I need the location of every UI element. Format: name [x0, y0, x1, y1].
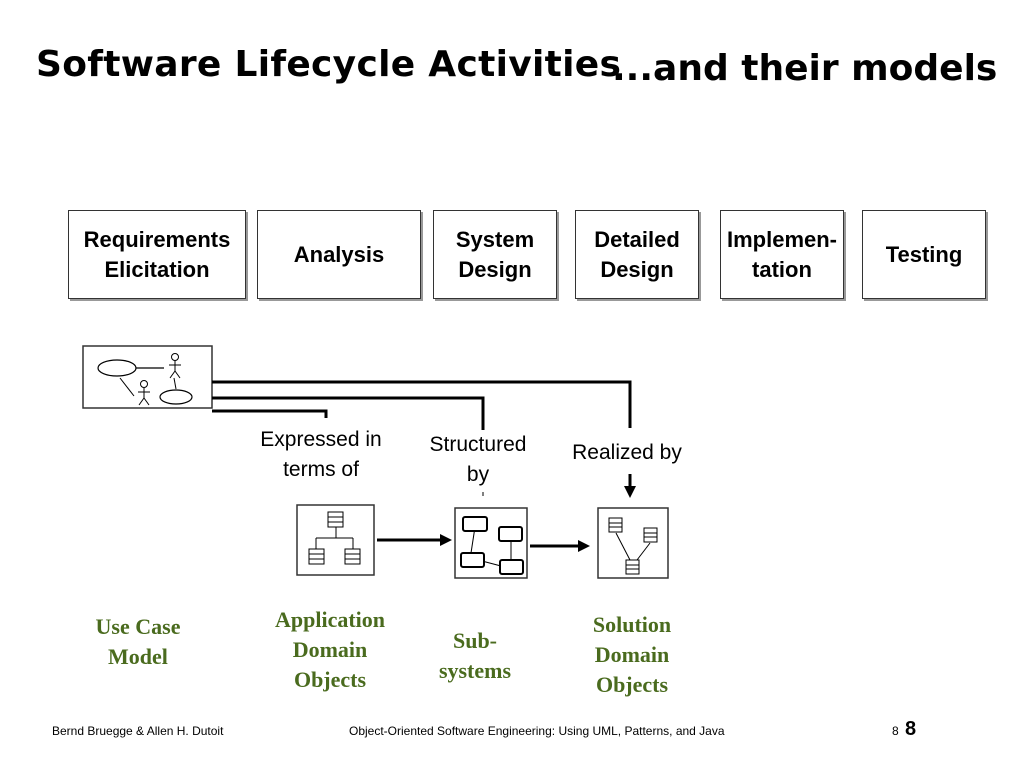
footer-page-number: 8 — [905, 718, 917, 740]
activity-analysis: Analysis — [257, 210, 421, 299]
application-domain-objects-label: Application Domain Objects — [274, 607, 386, 692]
structured-by-label: Structured by — [429, 433, 527, 486]
footer-book-title: Object-Oriented Software Engineering: Us… — [349, 724, 725, 738]
subsystems-icon — [454, 507, 528, 579]
arrow-to-solution — [530, 540, 590, 552]
activity-requirements-elicitation: Requirements Elicitation — [68, 210, 246, 299]
use-case-model-label: Use Case Model — [95, 614, 181, 669]
expressed-in-terms-of-label: Expressed in terms of — [260, 428, 382, 481]
solution-domain-objects-icon — [597, 507, 669, 579]
activity-testing: Testing — [862, 210, 986, 299]
arrow-to-subsystems — [377, 534, 452, 546]
down-arrows — [482, 474, 636, 498]
slide-title-suffix: ...and their models — [612, 48, 998, 89]
footer-authors: Bernd Bruegge & Allen H. Dutoit — [52, 724, 224, 738]
application-domain-objects-icon — [296, 504, 375, 576]
use-case-diagram-icon — [82, 345, 213, 409]
slide-title: Software Lifecycle Activities — [36, 44, 622, 85]
realized-by-label: Realized by — [572, 441, 682, 464]
connector-lines — [212, 380, 632, 430]
activity-detailed-design: Detailed Design — [575, 210, 699, 299]
activity-implementation: Implemen- tation — [720, 210, 844, 299]
activity-system-design: System Design — [433, 210, 557, 299]
footer-page-number-small: 8 — [892, 724, 899, 738]
subsystems-label: Sub- systems — [438, 628, 512, 683]
solution-domain-objects-label: Solution Domain Objects — [592, 612, 672, 697]
